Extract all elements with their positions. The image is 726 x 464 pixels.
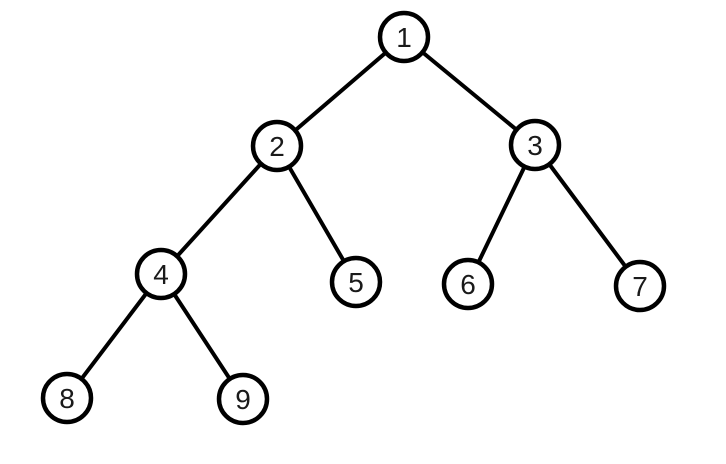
tree-node-5: 5 xyxy=(329,255,383,309)
edge-1-3 xyxy=(402,35,537,147)
node-label-6: 6 xyxy=(460,269,476,300)
nodes-layer: 1 2 3 4 5 6 7 8 9 xyxy=(40,10,667,426)
tree-node-6: 6 xyxy=(441,257,495,311)
node-label-5: 5 xyxy=(348,267,364,298)
edges-layer xyxy=(65,35,642,401)
tree-node-7: 7 xyxy=(613,259,667,313)
node-label-4: 4 xyxy=(153,259,169,290)
node-circle-1 xyxy=(377,10,431,64)
node-circle-9 xyxy=(216,372,270,426)
tree-node-8: 8 xyxy=(40,371,94,425)
edge-2-4 xyxy=(159,144,279,276)
node-circle-6 xyxy=(441,257,495,311)
node-circle-2 xyxy=(250,119,304,173)
edge-1-2 xyxy=(275,35,406,148)
tree-node-2: 2 xyxy=(250,119,304,173)
node-circle-5 xyxy=(329,255,383,309)
node-circle-7 xyxy=(613,259,667,313)
tree-node-1: 1 xyxy=(377,10,431,64)
node-label-8: 8 xyxy=(59,383,75,414)
node-label-9: 9 xyxy=(235,384,251,415)
tree-node-4: 4 xyxy=(134,247,188,301)
edge-3-7 xyxy=(533,143,642,288)
node-label-2: 2 xyxy=(269,131,285,162)
node-circle-3 xyxy=(508,118,562,172)
node-label-7: 7 xyxy=(632,271,648,302)
node-circle-4 xyxy=(134,247,188,301)
node-label-3: 3 xyxy=(527,130,543,161)
node-circle-8 xyxy=(40,371,94,425)
tree-node-3: 3 xyxy=(508,118,562,172)
tree-node-9: 9 xyxy=(216,372,270,426)
node-label-1: 1 xyxy=(396,22,412,53)
